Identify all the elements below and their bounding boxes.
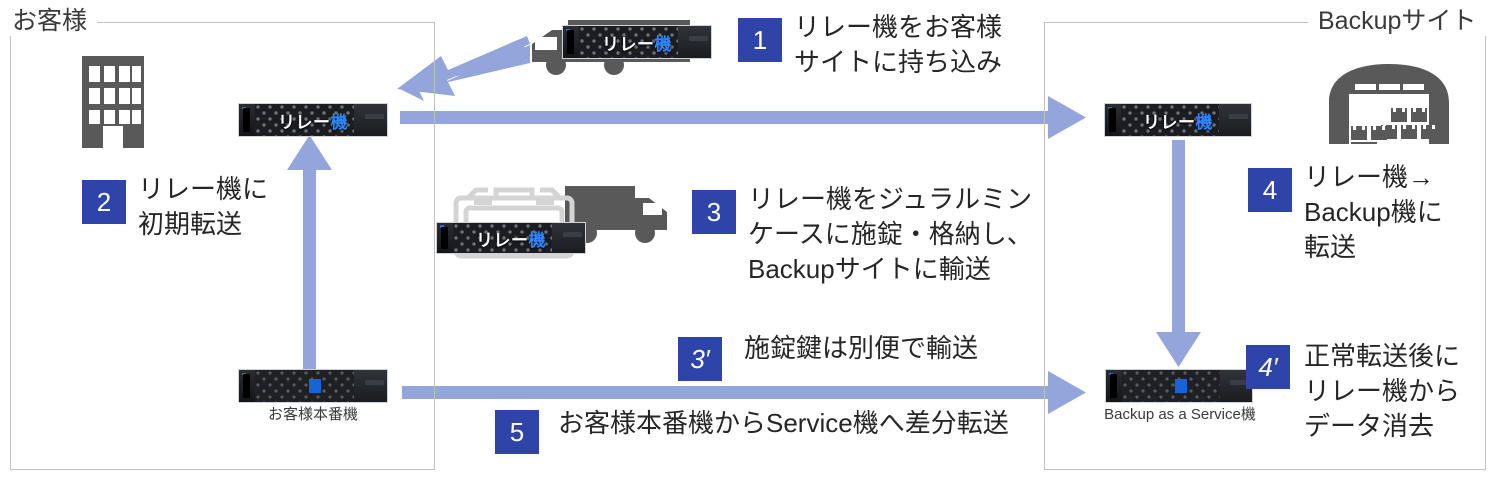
step-4-prime-caption: 正常転送後に リレー機から データ消去 — [1304, 341, 1461, 441]
baas-server — [1105, 369, 1253, 403]
server-ear-left — [239, 104, 256, 136]
panel-customer-label: お客様 — [2, 6, 98, 36]
server-drive-bays — [453, 223, 553, 253]
vendor-logo-icon — [1174, 378, 1187, 393]
relay-server-on-truck: リレー機 — [562, 25, 712, 59]
server-drive-bays — [1121, 104, 1219, 136]
customer-production-server-caption: お客様本番機 — [267, 406, 358, 423]
step-4-prime-chip: 4′ — [1246, 345, 1290, 389]
office-building-icon — [70, 54, 160, 150]
customer-production-server — [238, 369, 388, 403]
server-ear-left — [1105, 104, 1122, 136]
step-3-caption: リレー機をジュラルミン ケースに施錠・格納し、 Backupサイトに輸送 — [748, 184, 1033, 284]
server-drive-bays — [255, 370, 355, 402]
server-ear-left — [437, 223, 454, 253]
server-right-panel — [354, 104, 387, 136]
arrow-relay-to-backup-relay — [400, 96, 1086, 139]
step-2-chip: 2 — [82, 180, 126, 224]
step-3-prime-chip: 3′ — [678, 337, 722, 381]
step-3-chip: 3 — [692, 190, 736, 234]
step-1-chip: 1 — [738, 18, 782, 62]
server-drive-bays — [579, 26, 679, 58]
step-5-caption: お客様本番機からService機へ差分転送 — [558, 408, 1009, 438]
step-1-caption: リレー機をお客様 サイトに持ち込み — [794, 12, 1003, 77]
server-drive-bays — [1122, 370, 1220, 402]
server-right-panel — [1218, 104, 1251, 136]
server-drive-bays — [255, 104, 355, 136]
step-5-chip: 5 — [495, 410, 539, 454]
relay-server-backup: リレー機 — [1104, 103, 1252, 137]
relay-server-customer: リレー機 — [238, 103, 388, 137]
baas-server-caption: Backup as a Service機 — [1104, 406, 1256, 423]
server-ear-left — [1106, 370, 1123, 402]
relay-server-in-case: リレー機 — [436, 222, 586, 254]
vendor-logo-icon — [308, 378, 321, 393]
server-right-panel — [552, 223, 585, 253]
panel-backup-label: Backupサイト — [1308, 6, 1487, 36]
step-3-prime-caption: 施錠鍵は別便で輸送 — [744, 333, 979, 363]
panel-customer — [10, 22, 435, 470]
server-ear-left — [563, 26, 580, 58]
step-2-caption: リレー機に 初期転送 — [138, 174, 269, 239]
step-4-chip: 4 — [1248, 168, 1292, 212]
panel-backup — [1044, 22, 1486, 470]
warehouse-icon — [1325, 62, 1453, 144]
step-4-caption: リレー機→ Backup機に 転送 — [1304, 162, 1443, 262]
server-right-panel — [354, 370, 387, 402]
server-right-panel — [678, 26, 711, 58]
server-ear-left — [239, 370, 256, 402]
